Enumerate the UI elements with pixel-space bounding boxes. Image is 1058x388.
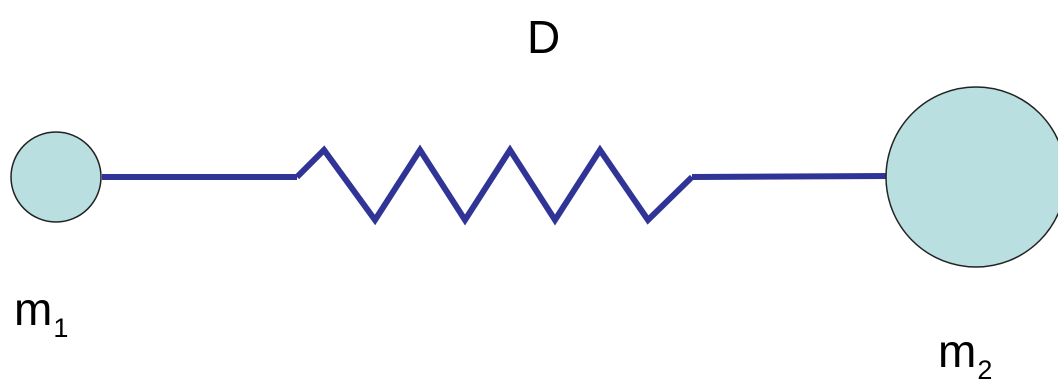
mass-1-symbol: m xyxy=(14,283,53,335)
mass-2-label: m2 xyxy=(938,325,992,384)
right-connector-rod xyxy=(691,173,891,180)
mass-2-ball xyxy=(885,86,1058,268)
mass-1-ball xyxy=(10,131,102,223)
spring-constant-label: D xyxy=(527,11,561,63)
mass-2-subscript: 2 xyxy=(977,355,993,385)
mass-1-subscript: 1 xyxy=(53,313,69,343)
spring xyxy=(294,144,695,226)
mass-1-label: m1 xyxy=(14,283,68,342)
mass-2-symbol: m xyxy=(938,325,977,377)
